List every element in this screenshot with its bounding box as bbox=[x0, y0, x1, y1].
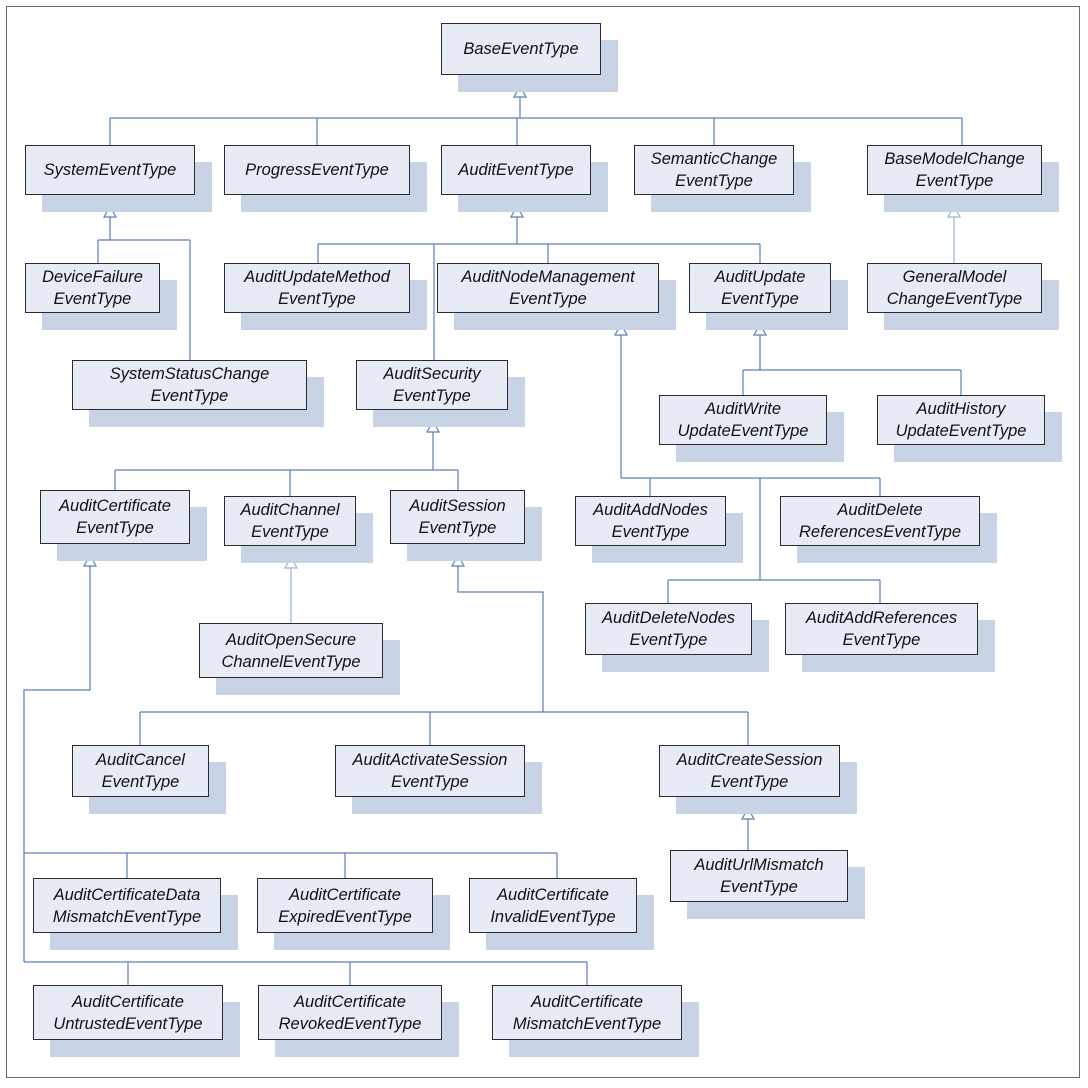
node-label-line: EventType bbox=[76, 519, 154, 537]
node-label-line: AuditCertificate bbox=[72, 992, 184, 1011]
node-label-line: EventType bbox=[278, 290, 356, 308]
node-label-line: EventType bbox=[721, 290, 799, 308]
node-label-line: ChangeEventType bbox=[886, 290, 1023, 308]
node-audit-history-update-event-type: AuditHistory UpdateEventType bbox=[877, 395, 1045, 445]
node-general-model-change-event-type: GeneralModel ChangeEventType bbox=[867, 263, 1042, 313]
node-audit-security-event-type: AuditSecurity EventType bbox=[356, 360, 508, 410]
node-label-line: ExpiredEventType bbox=[278, 907, 412, 926]
node-label-line: AuditWrite bbox=[704, 400, 782, 418]
node-label-line: GeneralModel bbox=[902, 268, 1007, 286]
node-label-line: AuditDeleteNodes bbox=[602, 609, 735, 627]
node-audit-certificate-mismatch-event-type: AuditCertificate MismatchEventType bbox=[492, 985, 682, 1040]
node-audit-cancel-event-type: AuditCancel EventType bbox=[72, 745, 209, 797]
node-label-line: UpdateEventType bbox=[895, 422, 1027, 440]
connector-line bbox=[23, 566, 91, 962]
node-audit-activate-session-event-type: AuditActivateSession EventType bbox=[335, 745, 525, 797]
node-audit-update-method-event-type: AuditUpdateMethod EventType bbox=[224, 263, 410, 313]
node-audit-open-secure-channel-event-type: AuditOpenSecure ChannelEventType bbox=[199, 623, 383, 678]
node-label-line: EventType bbox=[391, 773, 469, 791]
node-label-line: BaseModelChange bbox=[884, 150, 1025, 168]
node-label-line: AuditCertificateData bbox=[53, 885, 201, 904]
node-label-line: AuditSecurity bbox=[383, 365, 481, 383]
node-label-line: EventType bbox=[150, 387, 229, 405]
node-label-line: AuditCertificate bbox=[59, 497, 171, 515]
node-label-line: EventType bbox=[842, 631, 921, 649]
node-label-line: RevokedEventType bbox=[278, 1014, 422, 1033]
node-label-line: AuditUpdateMethod bbox=[244, 268, 390, 286]
node-label-line: EventType bbox=[710, 773, 789, 791]
node-label-line: EventType bbox=[418, 519, 497, 537]
node-label-line: EventType bbox=[53, 290, 132, 308]
node-audit-add-references-event-type: AuditAddReferences EventType bbox=[785, 603, 978, 655]
node-label-line: AuditChannel bbox=[240, 501, 340, 519]
node-label-line: EventType bbox=[720, 878, 798, 896]
node-label-line: AuditCreateSession bbox=[676, 751, 823, 769]
node-audit-certificate-data-mismatch-event-type: AuditCertificateData MismatchEventType bbox=[33, 878, 221, 933]
node-system-status-change-event-type: SystemStatusChange EventType bbox=[72, 360, 307, 410]
node-label-line: AuditNodeManagement bbox=[461, 268, 635, 286]
node-audit-delete-references-event-type: AuditDelete ReferencesEventType bbox=[780, 496, 980, 546]
node-audit-channel-event-type: AuditChannel EventType bbox=[224, 496, 356, 546]
node-audit-certificate-invalid-event-type: AuditCertificate InvalidEventType bbox=[469, 878, 637, 933]
node-label-line: EventType bbox=[101, 773, 180, 791]
node-label-line: BaseEventType bbox=[463, 40, 579, 58]
node-label-line: MismatchEventType bbox=[52, 907, 202, 926]
node-system-event-type: SystemEventType bbox=[25, 145, 195, 195]
node-audit-session-event-type: AuditSession EventType bbox=[390, 490, 525, 544]
node-label-line: EventType bbox=[393, 387, 471, 405]
node-label-line: InvalidEventType bbox=[490, 907, 616, 926]
node-label-line: EventType bbox=[915, 172, 994, 190]
node-label-line: AuditAddReferences bbox=[805, 609, 958, 627]
node-label-line: UntrustedEventType bbox=[53, 1014, 203, 1033]
node-base-model-change-event-type: BaseModelChange EventType bbox=[867, 145, 1042, 195]
node-label-line: EventType bbox=[611, 523, 690, 541]
node-label-line: EventType bbox=[509, 290, 587, 308]
node-audit-certificate-expired-event-type: AuditCertificate ExpiredEventType bbox=[257, 878, 433, 933]
node-audit-delete-nodes-event-type: AuditDeleteNodes EventType bbox=[585, 603, 752, 655]
node-label-line: AuditCertificate bbox=[497, 885, 609, 904]
node-label-line: AuditHistory bbox=[916, 400, 1006, 418]
node-label-line: SystemStatusChange bbox=[109, 365, 270, 383]
node-label-line: AuditCertificate bbox=[294, 992, 406, 1011]
node-label-line: SystemEventType bbox=[43, 161, 177, 179]
node-audit-write-update-event-type: AuditWrite UpdateEventType bbox=[659, 395, 827, 445]
node-audit-update-event-type: AuditUpdate EventType bbox=[689, 263, 831, 313]
node-label-line: AuditCancel bbox=[96, 751, 185, 769]
node-label-line: MismatchEventType bbox=[512, 1014, 662, 1033]
node-device-failure-event-type: DeviceFailure EventType bbox=[25, 263, 160, 313]
node-audit-certificate-revoked-event-type: AuditCertificate RevokedEventType bbox=[258, 985, 442, 1040]
node-label-line: AuditActivateSession bbox=[352, 751, 508, 769]
node-label-line: DeviceFailure bbox=[42, 268, 143, 286]
node-label-line: AuditSession bbox=[409, 497, 506, 515]
node-semantic-change-event-type: SemanticChange EventType bbox=[634, 145, 794, 195]
node-label-line: EventType bbox=[629, 631, 708, 649]
node-label-line: AuditUrlMismatch bbox=[694, 856, 824, 874]
node-audit-certificate-untrusted-event-type: AuditCertificate UntrustedEventType bbox=[33, 985, 223, 1040]
node-audit-url-mismatch-event-type: AuditUrlMismatch EventType bbox=[670, 850, 848, 902]
node-audit-create-session-event-type: AuditCreateSession EventType bbox=[659, 745, 840, 797]
node-label-line: AuditDelete bbox=[837, 501, 923, 519]
node-label-line: ChannelEventType bbox=[221, 652, 361, 671]
node-progress-event-type: ProgressEventType bbox=[224, 145, 410, 195]
connector-line bbox=[457, 566, 544, 712]
node-audit-add-nodes-event-type: AuditAddNodes EventType bbox=[575, 496, 726, 546]
node-label-line: AuditEventType bbox=[458, 161, 574, 179]
node-label-line: AuditUpdate bbox=[714, 268, 806, 286]
node-label-line: ReferencesEventType bbox=[798, 523, 962, 541]
node-label-line: SemanticChange bbox=[650, 150, 778, 168]
node-audit-event-type: AuditEventType bbox=[441, 145, 591, 195]
node-label-line: AuditCertificate bbox=[289, 885, 401, 904]
node-label-line: AuditCertificate bbox=[531, 992, 643, 1011]
node-label-line: AuditOpenSecure bbox=[225, 630, 357, 649]
node-audit-node-management-event-type: AuditNodeManagement EventType bbox=[437, 263, 659, 313]
node-audit-certificate-event-type: AuditCertificate EventType bbox=[40, 490, 190, 544]
node-label-line: UpdateEventType bbox=[677, 422, 809, 440]
node-label-line: ProgressEventType bbox=[245, 161, 389, 179]
node-label-line: EventType bbox=[251, 523, 329, 541]
node-base-event-type: BaseEventType bbox=[441, 23, 601, 75]
node-label-line: AuditAddNodes bbox=[593, 501, 708, 519]
node-label-line: EventType bbox=[675, 172, 753, 190]
